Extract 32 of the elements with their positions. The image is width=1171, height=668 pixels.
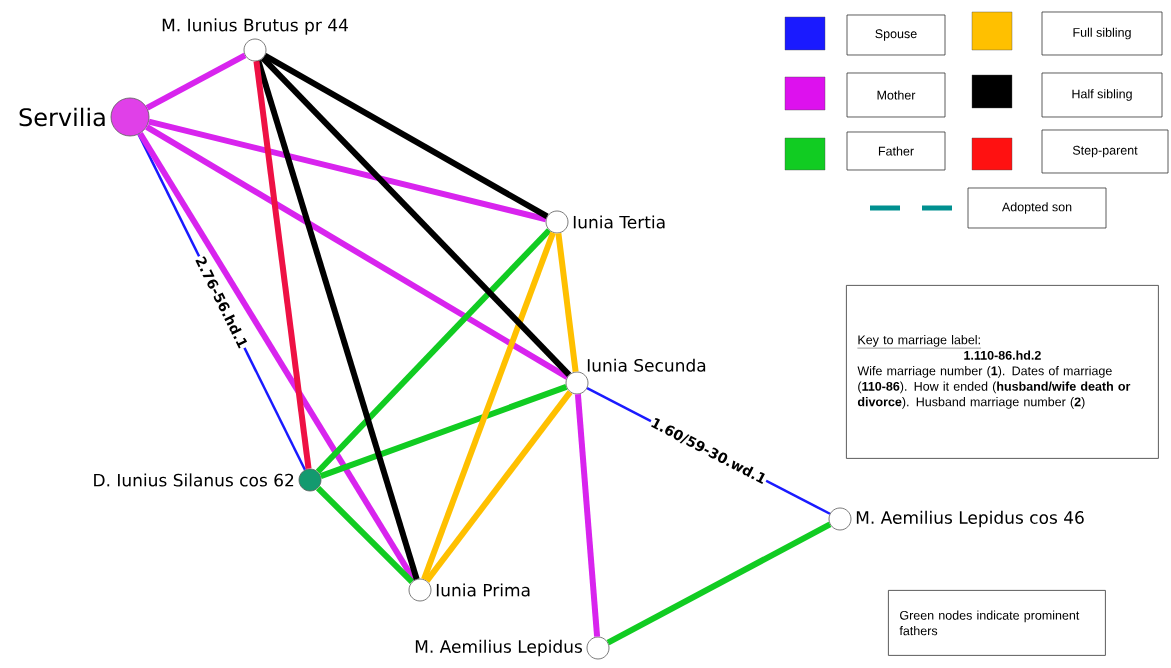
legend-label: Half sibling	[1041, 72, 1163, 118]
person-name: M. Iunius Brutus pr 44	[162, 18, 348, 35]
person-name: Servilia	[19, 107, 105, 127]
key-box: Key to marriage label: 1.110-86.hd.2 Wife marriage number (1). Dates of marriage (110-86). How it ended (husband/wife death or divorce). Husband marriage number (2)	[846, 285, 1159, 459]
relationship-line	[421, 231, 556, 581]
legend-label: Adopted son	[967, 187, 1107, 229]
legend-label: Full sibling	[1041, 11, 1163, 56]
legend-label: Spouse	[846, 14, 946, 56]
person-name: Iunia Secunda	[587, 358, 706, 372]
relationship-line	[606, 521, 832, 646]
relationship-line	[555, 232, 579, 373]
relationship-line	[253, 60, 312, 470]
person-name: M. Aemilius Lepidus	[415, 639, 582, 657]
relationship-line	[263, 53, 549, 219]
relationship-line	[137, 131, 417, 582]
relationship-line	[260, 56, 572, 377]
note-box: Green nodes indicate prominent fathers	[888, 590, 1106, 656]
relationship-line	[148, 118, 547, 223]
relationship-line	[145, 124, 569, 380]
relationship-line	[424, 390, 573, 583]
relationship-line	[315, 485, 415, 585]
legend-label: Father	[846, 131, 946, 171]
legend-label: Mother	[846, 72, 946, 118]
relationship-line	[145, 52, 247, 111]
person-name: Iunia Tertia	[573, 215, 665, 229]
relationship-line	[574, 394, 601, 637]
person-name: Iunia Prima	[436, 583, 530, 597]
person-name: M. Aemilius Lepidus cos 46	[856, 510, 1084, 528]
legend-label: Step-parent	[1041, 129, 1169, 174]
relationship-line	[319, 384, 568, 479]
person-name: D. Iunius Silanus cos 62	[94, 473, 294, 487]
relationship-line	[315, 228, 552, 474]
